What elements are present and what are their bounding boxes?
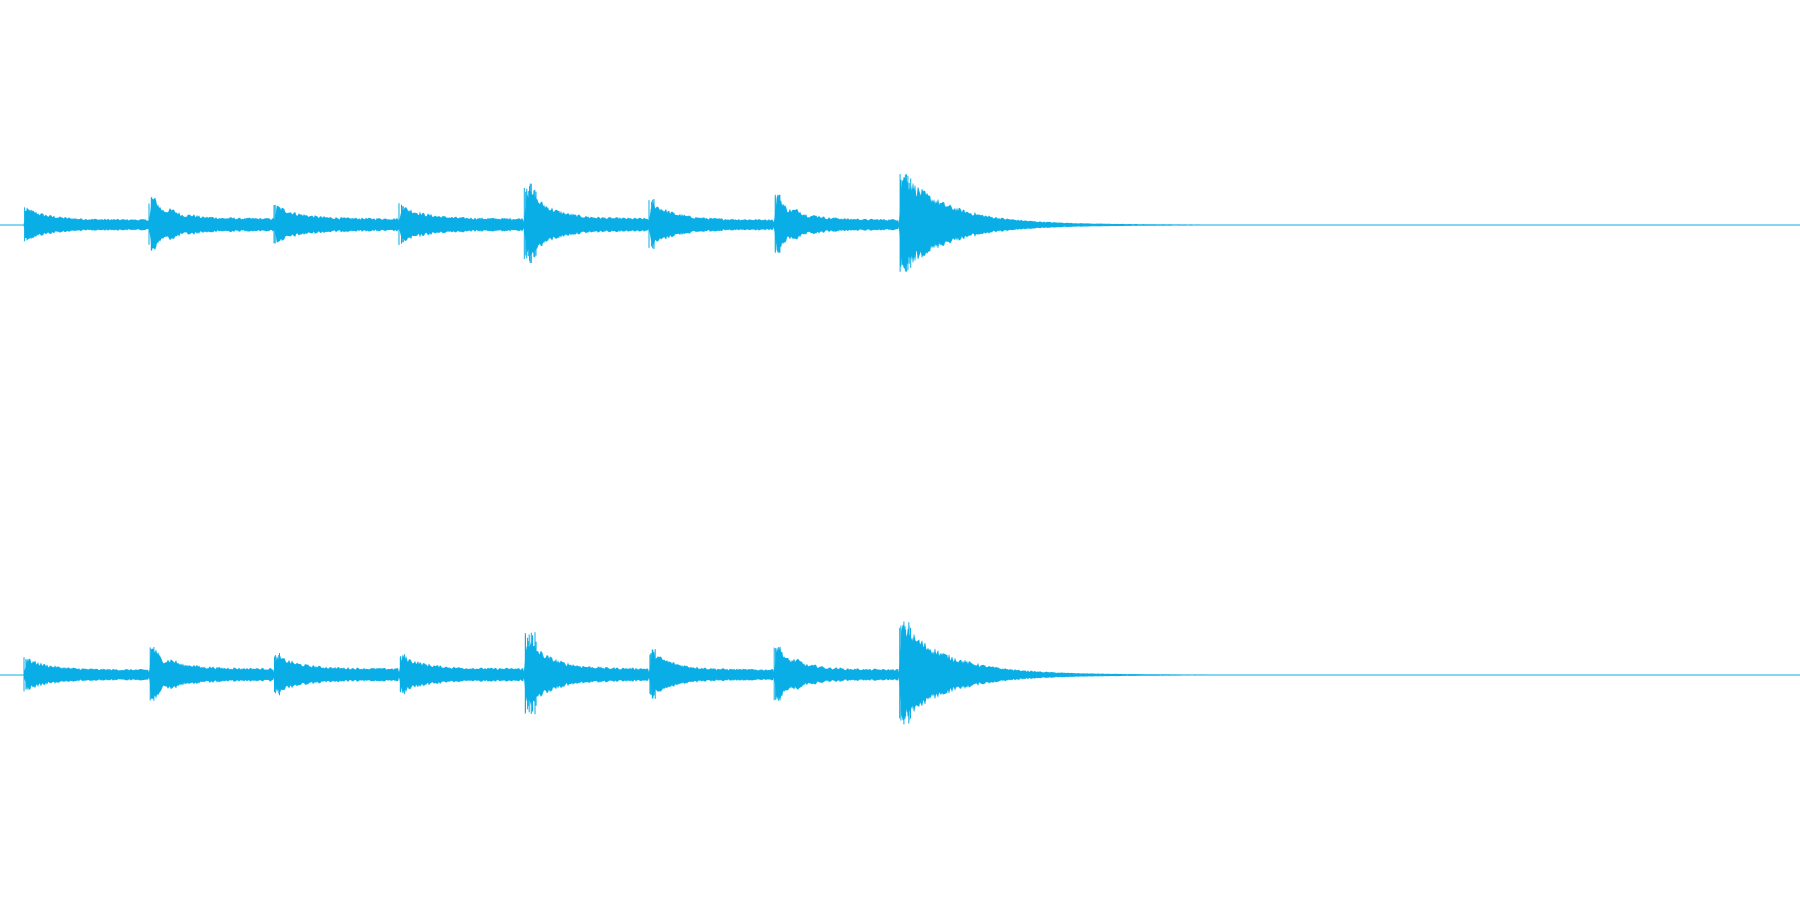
- waveform-channel-right[interactable]: [0, 621, 1800, 725]
- waveform-envelope: [23, 176, 1255, 269]
- waveform-envelope: [23, 624, 1215, 721]
- waveform-channel-left[interactable]: [0, 174, 1800, 272]
